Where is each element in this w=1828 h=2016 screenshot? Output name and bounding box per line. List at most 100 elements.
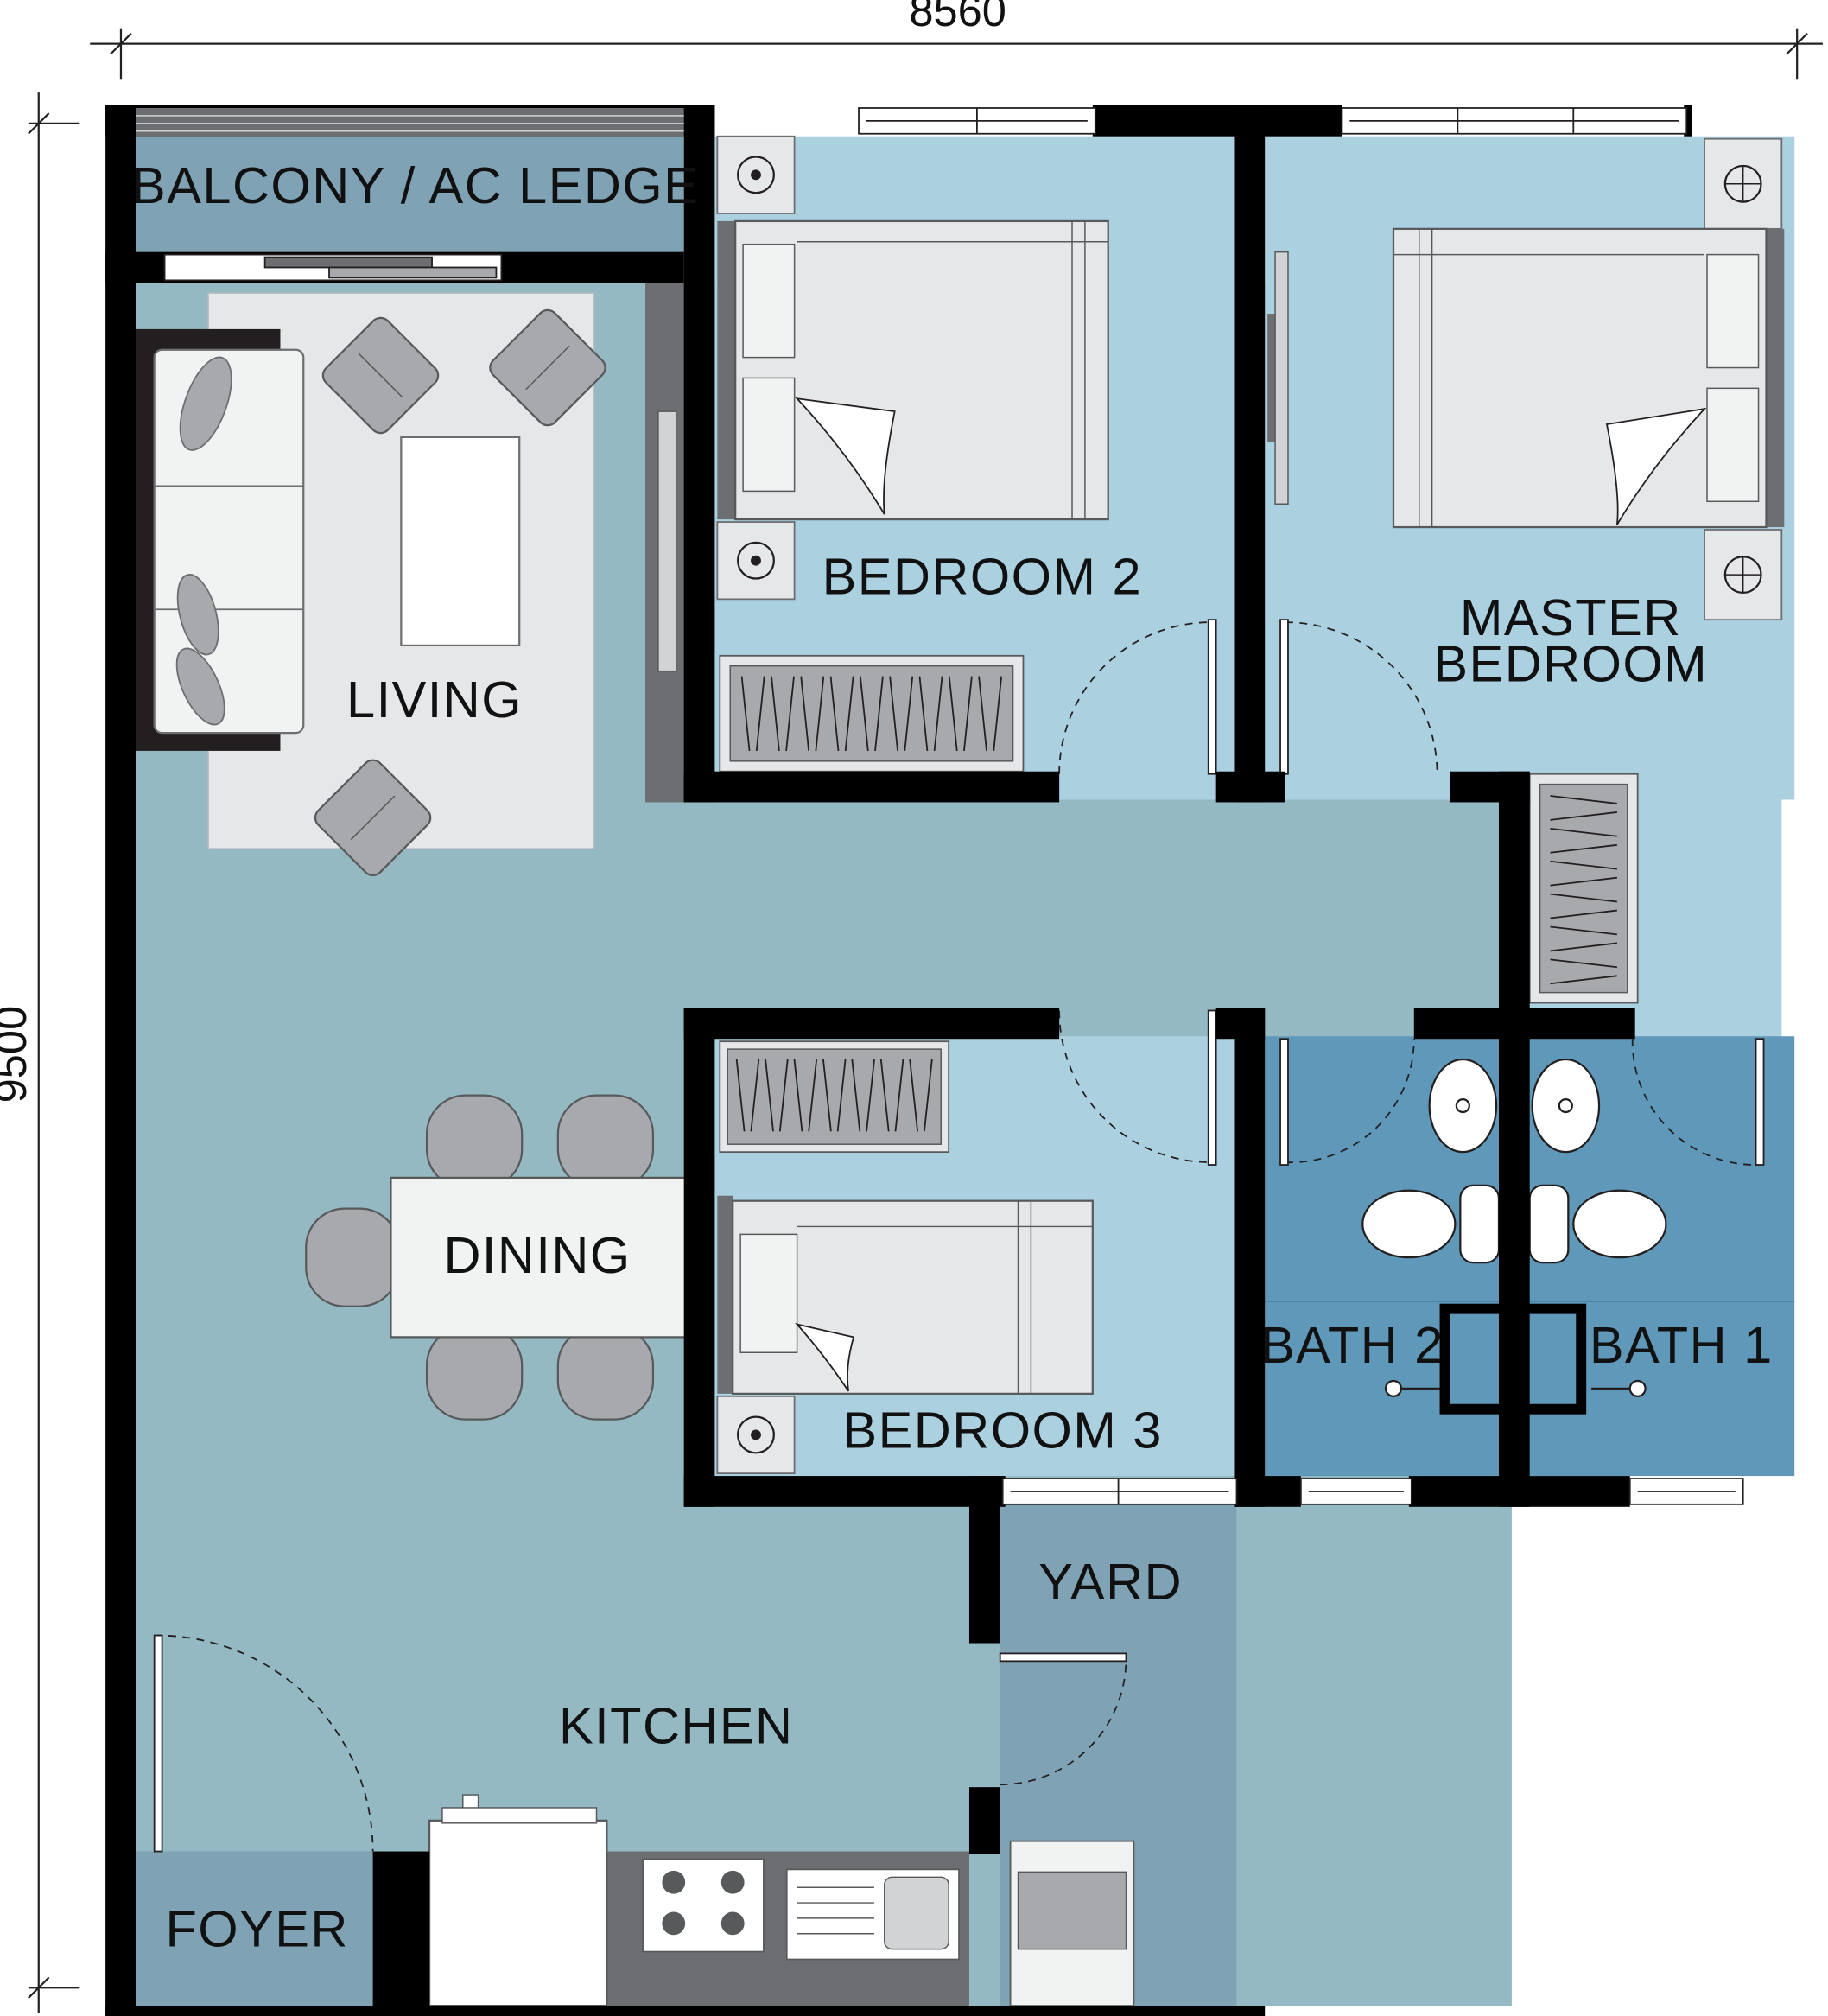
dining-set	[305, 1094, 688, 1421]
pillow	[742, 377, 796, 493]
hanger-stroke	[800, 676, 810, 752]
hanger-stroke	[909, 1059, 919, 1132]
hanger-stroke	[933, 676, 943, 752]
door-swing	[1058, 1010, 1211, 1163]
pillow	[1706, 253, 1760, 369]
wall	[1234, 1008, 1266, 1507]
balcony-label: BALCONY / AC LEDGE	[131, 156, 699, 214]
yard-label: YARD	[1038, 1553, 1183, 1611]
door-swing	[1285, 1039, 1415, 1164]
door-swing	[1058, 621, 1211, 774]
hanger-stroke	[1550, 909, 1617, 919]
cushion	[176, 574, 219, 656]
hanger-stroke	[785, 676, 795, 752]
door-leaves	[153, 619, 1765, 1853]
foyer-label: FOYER	[165, 1900, 348, 1958]
door-swing	[1631, 1039, 1759, 1166]
stove	[642, 1858, 765, 1953]
doors	[154, 621, 1759, 1852]
armchair	[321, 316, 440, 435]
bedroom2-furniture	[716, 135, 1109, 773]
hanger-stroke	[894, 1059, 904, 1132]
hanger-stroke	[829, 676, 840, 752]
hanger-stroke	[740, 676, 751, 752]
width-dimension: 8560	[909, 0, 1006, 35]
shaft	[1439, 1303, 1587, 1415]
dining-chair	[425, 1326, 524, 1421]
dimension-lines	[28, 28, 1823, 2014]
hanger-stroke	[1550, 876, 1617, 887]
bed-headboard	[717, 220, 736, 520]
balcony-railing	[136, 107, 684, 137]
hanger-stroke	[851, 1059, 861, 1132]
wall	[683, 1008, 1060, 1040]
cushion	[175, 647, 225, 726]
hanger-stroke	[879, 1059, 890, 1132]
corridor-floor	[681, 799, 1517, 1008]
wall	[1234, 105, 1266, 803]
basin	[1531, 1058, 1601, 1154]
dining-chair	[425, 1094, 524, 1189]
hanger-stroke	[808, 1059, 818, 1132]
wall	[683, 1476, 1006, 1507]
cushion	[179, 356, 232, 451]
hanger-stroke	[918, 676, 929, 752]
dining-chair	[556, 1094, 655, 1189]
bedroom3-furniture	[716, 1040, 1094, 1475]
hanger-stroke	[978, 676, 987, 752]
hanger-stroke	[1550, 893, 1617, 903]
dining-chair	[305, 1207, 400, 1307]
pillow	[742, 243, 796, 359]
door-swing	[1000, 1658, 1127, 1786]
wall	[968, 1787, 1000, 1854]
hanger-stroke	[1550, 860, 1617, 870]
wall	[1215, 771, 1285, 803]
armchair	[489, 308, 606, 427]
hanger-stroke	[793, 1059, 803, 1132]
pillow	[739, 1233, 798, 1353]
hanger-stroke	[822, 1059, 832, 1132]
wall	[1408, 1476, 1630, 1507]
kitchen-label: KITCHEN	[559, 1697, 794, 1755]
hanger-stroke	[993, 676, 1003, 752]
bed-headboard	[1766, 228, 1785, 528]
wall	[105, 105, 136, 2016]
wall	[1234, 1476, 1301, 1507]
door-swing	[154, 1634, 374, 1852]
wall	[968, 1476, 1000, 1644]
wall	[1092, 105, 1342, 137]
hanger-stroke	[948, 676, 958, 752]
bed	[1392, 227, 1768, 529]
bed	[734, 219, 1109, 521]
hanger-stroke	[1550, 811, 1617, 821]
wall	[105, 2006, 1266, 2016]
hanger-stroke	[1550, 827, 1617, 837]
hanger-stroke	[765, 1059, 774, 1132]
hanger-stroke	[750, 1059, 760, 1132]
hanger-stroke	[866, 1059, 875, 1132]
fridge	[428, 1819, 608, 2007]
toilet	[1572, 1189, 1667, 1259]
dining-chair	[556, 1326, 655, 1421]
wall	[683, 105, 715, 803]
hanger-stroke	[963, 676, 973, 752]
hanger-stroke	[1550, 975, 1617, 985]
pillow	[1706, 387, 1760, 503]
balcony-floor	[136, 136, 684, 252]
dining-label: DINING	[443, 1226, 631, 1284]
foyer-floor	[136, 1851, 399, 2006]
wall	[1498, 771, 1530, 1507]
hanger-stroke	[1550, 958, 1617, 969]
wall	[683, 771, 1060, 803]
bedroom3-label: BEDROOM 3	[842, 1401, 1162, 1459]
tv	[1274, 251, 1289, 505]
armchair	[314, 759, 432, 877]
master-furniture	[1267, 137, 1785, 1004]
bath-fixtures	[1361, 1058, 1667, 1397]
wall	[1684, 105, 1692, 137]
hanger-stroke	[755, 676, 765, 752]
toilet	[1361, 1189, 1457, 1259]
coffee-table	[400, 436, 521, 647]
hanger-stroke	[889, 676, 898, 752]
hanger-stroke	[771, 676, 780, 752]
